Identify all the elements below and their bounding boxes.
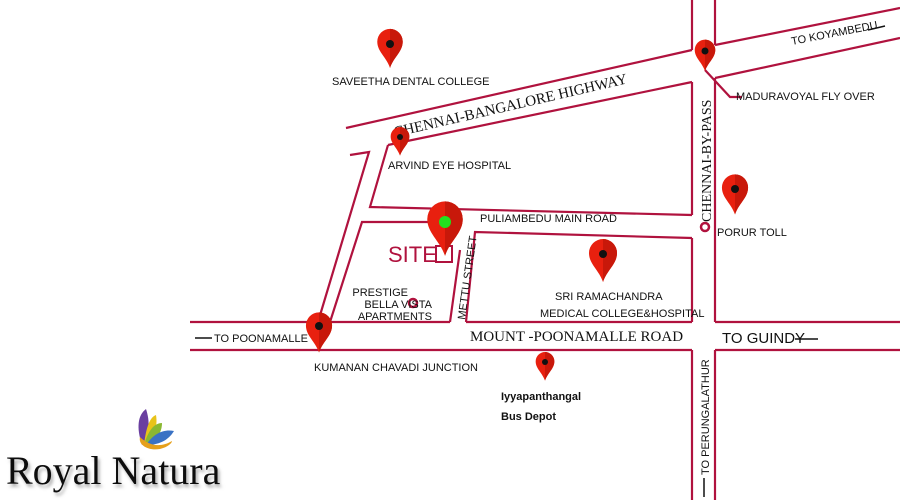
brand-name: Royal Natura <box>6 448 221 493</box>
prestige-marker <box>407 297 419 309</box>
to-koyambedu-label: TO KOYAMBEDU <box>790 19 878 48</box>
puliambedu-road-south-edge <box>464 230 693 323</box>
arvind-road <box>368 144 693 217</box>
to-poonamalle-label: TO POONAMALLE <box>214 333 308 345</box>
mettu-street-west-edge <box>448 249 462 323</box>
arvind-label: ARVIND EYE HOSPITAL <box>388 160 511 172</box>
arvind-pin-icon[interactable] <box>390 127 410 156</box>
saveetha-label: SAVEETHA DENTAL COLLEGE <box>332 76 490 88</box>
highway-south-edge-east <box>714 36 900 80</box>
iyyapanthangal-label-line1: Iyyapanthangal <box>501 391 581 403</box>
maduravoyal-label: MADURAVOYAL FLY OVER <box>736 91 875 103</box>
site-label: SITE <box>388 242 437 267</box>
sri-ramachandra-label-line2: MEDICAL COLLEGE&HOSPITAL <box>540 308 704 320</box>
highway-north-edge <box>345 48 693 130</box>
iyyapanthangal-pin-icon[interactable] <box>535 352 555 381</box>
maduravoyal-leader <box>704 69 742 99</box>
roads <box>190 0 900 500</box>
highway-south-edge <box>387 80 693 147</box>
leaf-emblem-icon <box>138 409 174 450</box>
saveetha-pin-icon[interactable] <box>377 28 403 69</box>
prestige-label-line2: BELLA VISTA <box>364 299 432 311</box>
highway-north-edge-east <box>714 6 900 47</box>
iyyapanthangal-label-line2: Bus Depot <box>501 411 556 423</box>
koyambedu-arrow <box>867 25 886 31</box>
porur-toll-label: PORUR TOLL <box>717 227 787 239</box>
prestige-label-line1: PRESTIGE <box>352 287 408 299</box>
royal-natura-logo: Royal Natura <box>6 409 221 493</box>
bypass-label: CHENNAI-BY-PASS <box>700 100 715 222</box>
kumanan-label: KUMANAN CHAVADI JUNCTION <box>314 362 478 374</box>
maduravoyal-pin-icon[interactable] <box>694 39 716 72</box>
puliambedu-label: PULIAMBEDU MAIN ROAD <box>480 213 617 225</box>
sri-ramachandra-pin-icon[interactable] <box>589 239 617 282</box>
outer-link-road <box>316 150 371 323</box>
to-perungalathur-label: TO PERUNGALATHUR <box>700 359 712 475</box>
porur-toll-marker <box>699 221 711 233</box>
site-pin-icon[interactable] <box>427 201 463 256</box>
mount-poonamalle-label: MOUNT -POONAMALLE ROAD <box>470 329 683 345</box>
site-road <box>328 220 455 323</box>
porur-pin-icon[interactable] <box>721 174 749 215</box>
mettu-street-label: METTU STREET <box>456 235 480 320</box>
to-guindy-label: TO GUINDY <box>722 330 805 347</box>
sri-ramachandra-label-line1: SRI RAMACHANDRA <box>555 291 663 303</box>
kumanan-pin-icon[interactable] <box>305 312 333 353</box>
prestige-label-line3: APARTMENTS <box>358 311 432 323</box>
